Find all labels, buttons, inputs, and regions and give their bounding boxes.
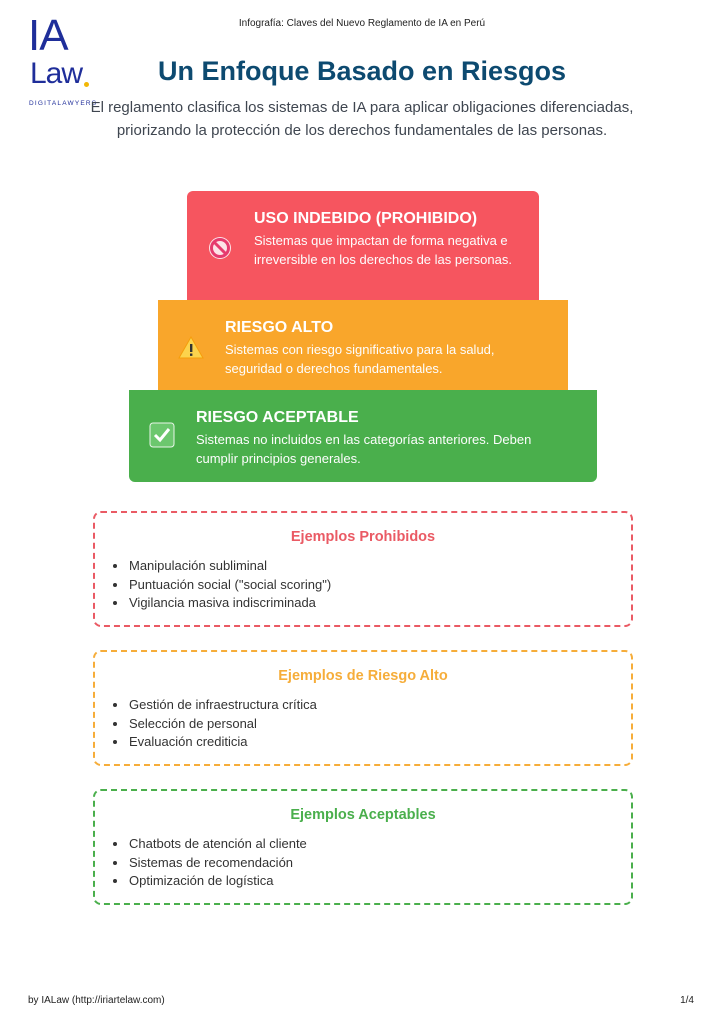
footer-source: by IALaw (http://iriartelaw.com) xyxy=(28,995,165,1006)
examples-list: Manipulación subliminal Puntuación socia… xyxy=(95,557,331,613)
tier-description: Sistemas con riesgo significativo para l… xyxy=(225,342,495,376)
list-item: Puntuación social ("social scoring") xyxy=(112,576,331,595)
tier-acceptable: RIESGO ACEPTABLE Sistemas no incluidos e… xyxy=(129,390,597,482)
ialaw-logo: IA Law DIGITALAWYERS xyxy=(28,11,96,108)
examples-list: Gestión de infraestructura crítica Selec… xyxy=(95,696,317,752)
list-item: Manipulación subliminal xyxy=(112,557,331,576)
list-item: Sistemas de recomendación xyxy=(113,854,307,873)
examples-acceptable-box: Ejemplos Aceptables Chatbots de atención… xyxy=(93,789,633,905)
page-number: 1/4 xyxy=(680,995,694,1006)
tier-title: RIESGO ACEPTABLE xyxy=(196,409,359,426)
list-item: Evaluación crediticia xyxy=(113,733,317,752)
list-item: Vigilancia masiva indiscriminada xyxy=(112,594,331,613)
page-header: Infografía: Claves del Nuevo Reglamento … xyxy=(238,18,486,29)
tier-description: Sistemas que impactan de forma negativa … xyxy=(254,233,512,267)
examples-prohibited-box: Ejemplos Prohibidos Manipulación sublimi… xyxy=(93,511,633,627)
examples-list: Chatbots de atención al cliente Sistemas… xyxy=(95,835,307,891)
logo-dot xyxy=(84,82,89,87)
logo-tagline: DIGITALAWYERS xyxy=(29,100,98,107)
examples-high-risk-box: Ejemplos de Riesgo Alto Gestión de infra… xyxy=(93,650,633,766)
box-title: Ejemplos Aceptables xyxy=(290,807,436,823)
logo-law-text: Law xyxy=(30,57,83,90)
tier-title: RIESGO ALTO xyxy=(225,319,334,336)
list-item: Chatbots de atención al cliente xyxy=(113,835,307,854)
box-title: Ejemplos Prohibidos xyxy=(290,529,436,545)
tier-description: Sistemas no incluidos en las categorías … xyxy=(196,432,532,466)
logo-ia-text: IA xyxy=(28,11,69,60)
list-item: Gestión de infraestructura crítica xyxy=(113,696,317,715)
warning-icon xyxy=(178,335,204,359)
intro-paragraph: El reglamento clasifica los sistemas de … xyxy=(90,99,634,139)
tier-high-risk: RIESGO ALTO Sistemas con riesgo signific… xyxy=(158,300,568,391)
prohibited-icon xyxy=(209,237,231,259)
page-title: Un Enfoque Basado en Riesgos xyxy=(157,56,567,86)
tier-prohibited: USO INDEBIDO (PROHIBIDO) Sistemas que im… xyxy=(187,191,539,301)
list-item: Selección de personal xyxy=(113,715,317,734)
check-icon xyxy=(149,422,175,448)
box-title: Ejemplos de Riesgo Alto xyxy=(278,668,448,684)
list-item: Optimización de logística xyxy=(113,872,307,891)
tier-title: USO INDEBIDO (PROHIBIDO) xyxy=(254,210,478,227)
